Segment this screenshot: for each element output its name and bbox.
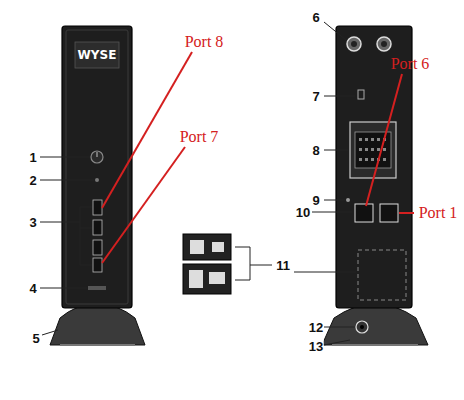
- callout-number: 4: [28, 282, 37, 295]
- port-label: Port 6: [391, 56, 430, 72]
- callout-number: 1: [28, 151, 37, 164]
- callout-number: 8: [311, 144, 320, 157]
- callout-number: 2: [28, 174, 37, 187]
- callout-number: 3: [28, 216, 37, 229]
- port-label: Port 8: [185, 34, 224, 50]
- callout-number: 11: [275, 259, 291, 272]
- callout-number: 5: [31, 332, 40, 345]
- port-label: Port 7: [180, 129, 219, 145]
- callout-number: 9: [311, 194, 320, 207]
- callout-number: 10: [295, 206, 311, 219]
- callout-number: 12: [308, 321, 324, 334]
- brand-logo: WYSE: [78, 49, 117, 61]
- port-label: Port 1: [419, 205, 458, 221]
- callout-number: 13: [308, 340, 324, 353]
- callout-number: 6: [311, 11, 320, 24]
- callout-number: 7: [311, 90, 320, 103]
